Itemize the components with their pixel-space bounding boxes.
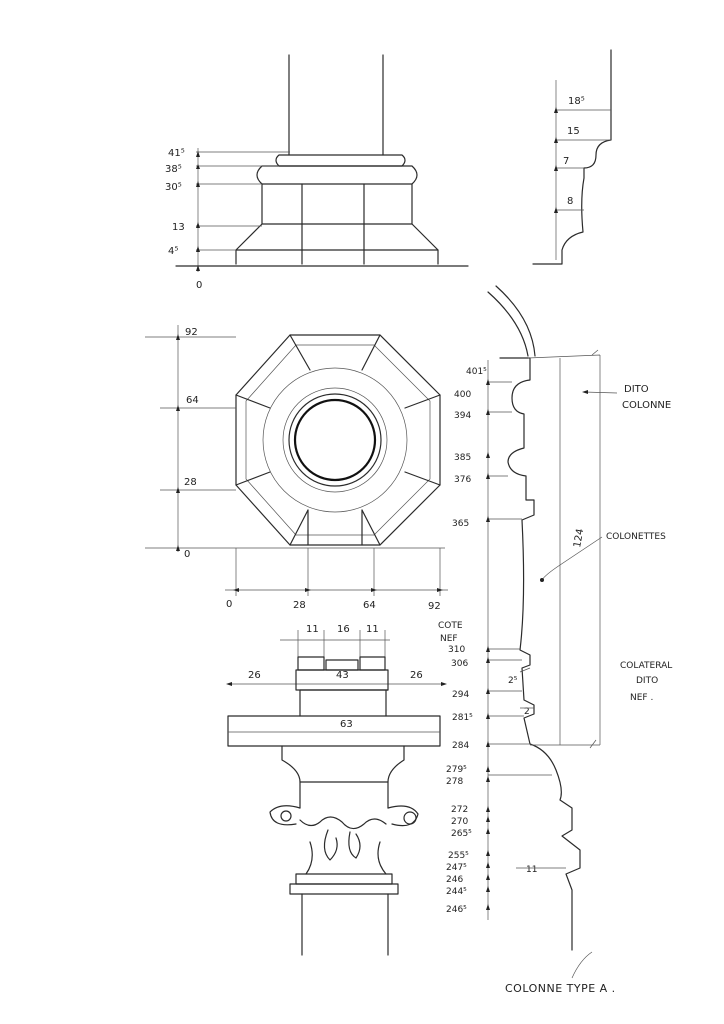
- profile-dim-15: 15: [567, 126, 580, 137]
- base-dim-0: 0: [196, 280, 202, 291]
- sec-h-376: 376: [454, 475, 471, 485]
- plan-x-28: 28: [293, 600, 306, 611]
- sec-vertical-dim-124: 124: [572, 528, 586, 549]
- capital-width-dim-63: 63: [340, 719, 353, 730]
- note-colateral-dito: DITO: [636, 676, 658, 686]
- sec-h-246: 246: [446, 875, 463, 885]
- capital-top-dim-11a: 11: [306, 624, 319, 635]
- profile-dim-7: 7: [563, 156, 569, 167]
- sec-h-284: 284: [452, 741, 469, 751]
- capital-elevation: 11 16 11 26 43 26 63: [226, 624, 447, 956]
- sec-h-394: 394: [454, 411, 471, 421]
- profile-dim-18-5: 18⁵: [568, 96, 585, 107]
- sec-h-385: 385: [454, 453, 471, 463]
- annotations: DITO COLONNE COLONETTES COTE NEF COLATER…: [438, 384, 672, 995]
- base-dim-4-5: 4⁵: [168, 246, 178, 257]
- sec-h-281-5: 281⁵: [452, 713, 473, 723]
- plan-x-92: 92: [428, 601, 441, 612]
- sec-h-255-5: 255⁵: [448, 851, 469, 861]
- note-cote: COTE: [438, 621, 463, 631]
- note-colonne: COLONNE: [622, 400, 671, 411]
- profile-detail: 18⁵ 15 7 8: [532, 49, 612, 265]
- plan-y-64: 64: [186, 395, 199, 406]
- note-colateral: COLATERAL: [620, 661, 672, 671]
- note-colonettes: COLONETTES: [606, 532, 666, 542]
- section-arrows: [486, 379, 490, 910]
- capital-row-dim-26b: 26: [410, 670, 423, 681]
- profile-dim-8: 8: [567, 196, 573, 207]
- plan-y-0: 0: [184, 549, 190, 560]
- sec-h-310: 310: [448, 645, 465, 655]
- sec-side-11: 11: [526, 865, 537, 875]
- capital-row-dim-26a: 26: [248, 670, 261, 681]
- note-colateral-nef: NEF .: [630, 693, 653, 703]
- plan-x-64: 64: [363, 600, 376, 611]
- base-dim-38-5: 38⁵: [165, 164, 182, 175]
- sec-h-247-5: 247⁵: [446, 863, 467, 873]
- sec-h-400: 400: [454, 390, 471, 400]
- sec-h-365: 365: [452, 519, 469, 529]
- sec-h-265-5: 265⁵: [451, 829, 472, 839]
- base-elevation: 41⁵ 38⁵ 30⁵ 13 4⁵ 0: [165, 54, 469, 291]
- section-profile: 401⁵ 400 394 385 376 365 310 306 294 281…: [446, 285, 601, 951]
- capital-top-dim-11b: 11: [366, 624, 379, 635]
- sec-h-279-5: 279⁵: [446, 765, 467, 775]
- sec-side-2-5: 2⁵: [508, 676, 518, 686]
- sec-h-278: 278: [446, 777, 463, 787]
- base-dim-30-5: 30⁵: [165, 182, 182, 193]
- base-dim-13: 13: [172, 222, 185, 233]
- sec-h-270: 270: [451, 817, 468, 827]
- capital-top-dim-16: 16: [337, 624, 350, 635]
- plan-y-28: 28: [184, 477, 197, 488]
- plan-x-0: 0: [226, 599, 232, 610]
- sec-h-294: 294: [452, 690, 469, 700]
- plan-y-92: 92: [185, 327, 198, 338]
- sec-side-2: 2: [524, 707, 530, 717]
- sec-h-272: 272: [451, 805, 468, 815]
- sec-h-306: 306: [451, 659, 468, 669]
- sec-h-244-5: 244⁵: [446, 887, 467, 897]
- sec-h-246-5: 246⁵: [446, 905, 467, 915]
- sec-h-401-5: 401⁵: [466, 367, 487, 377]
- drawing-title: COLONNE TYPE A .: [505, 982, 616, 995]
- note-dito: DITO: [624, 384, 649, 395]
- base-dim-41-5: 41⁵: [168, 148, 185, 159]
- note-nef: NEF: [440, 634, 458, 644]
- capital-row-dim-43: 43: [336, 670, 349, 681]
- octagon-plan: 92 64 28 0 0 28 64 92: [145, 325, 448, 612]
